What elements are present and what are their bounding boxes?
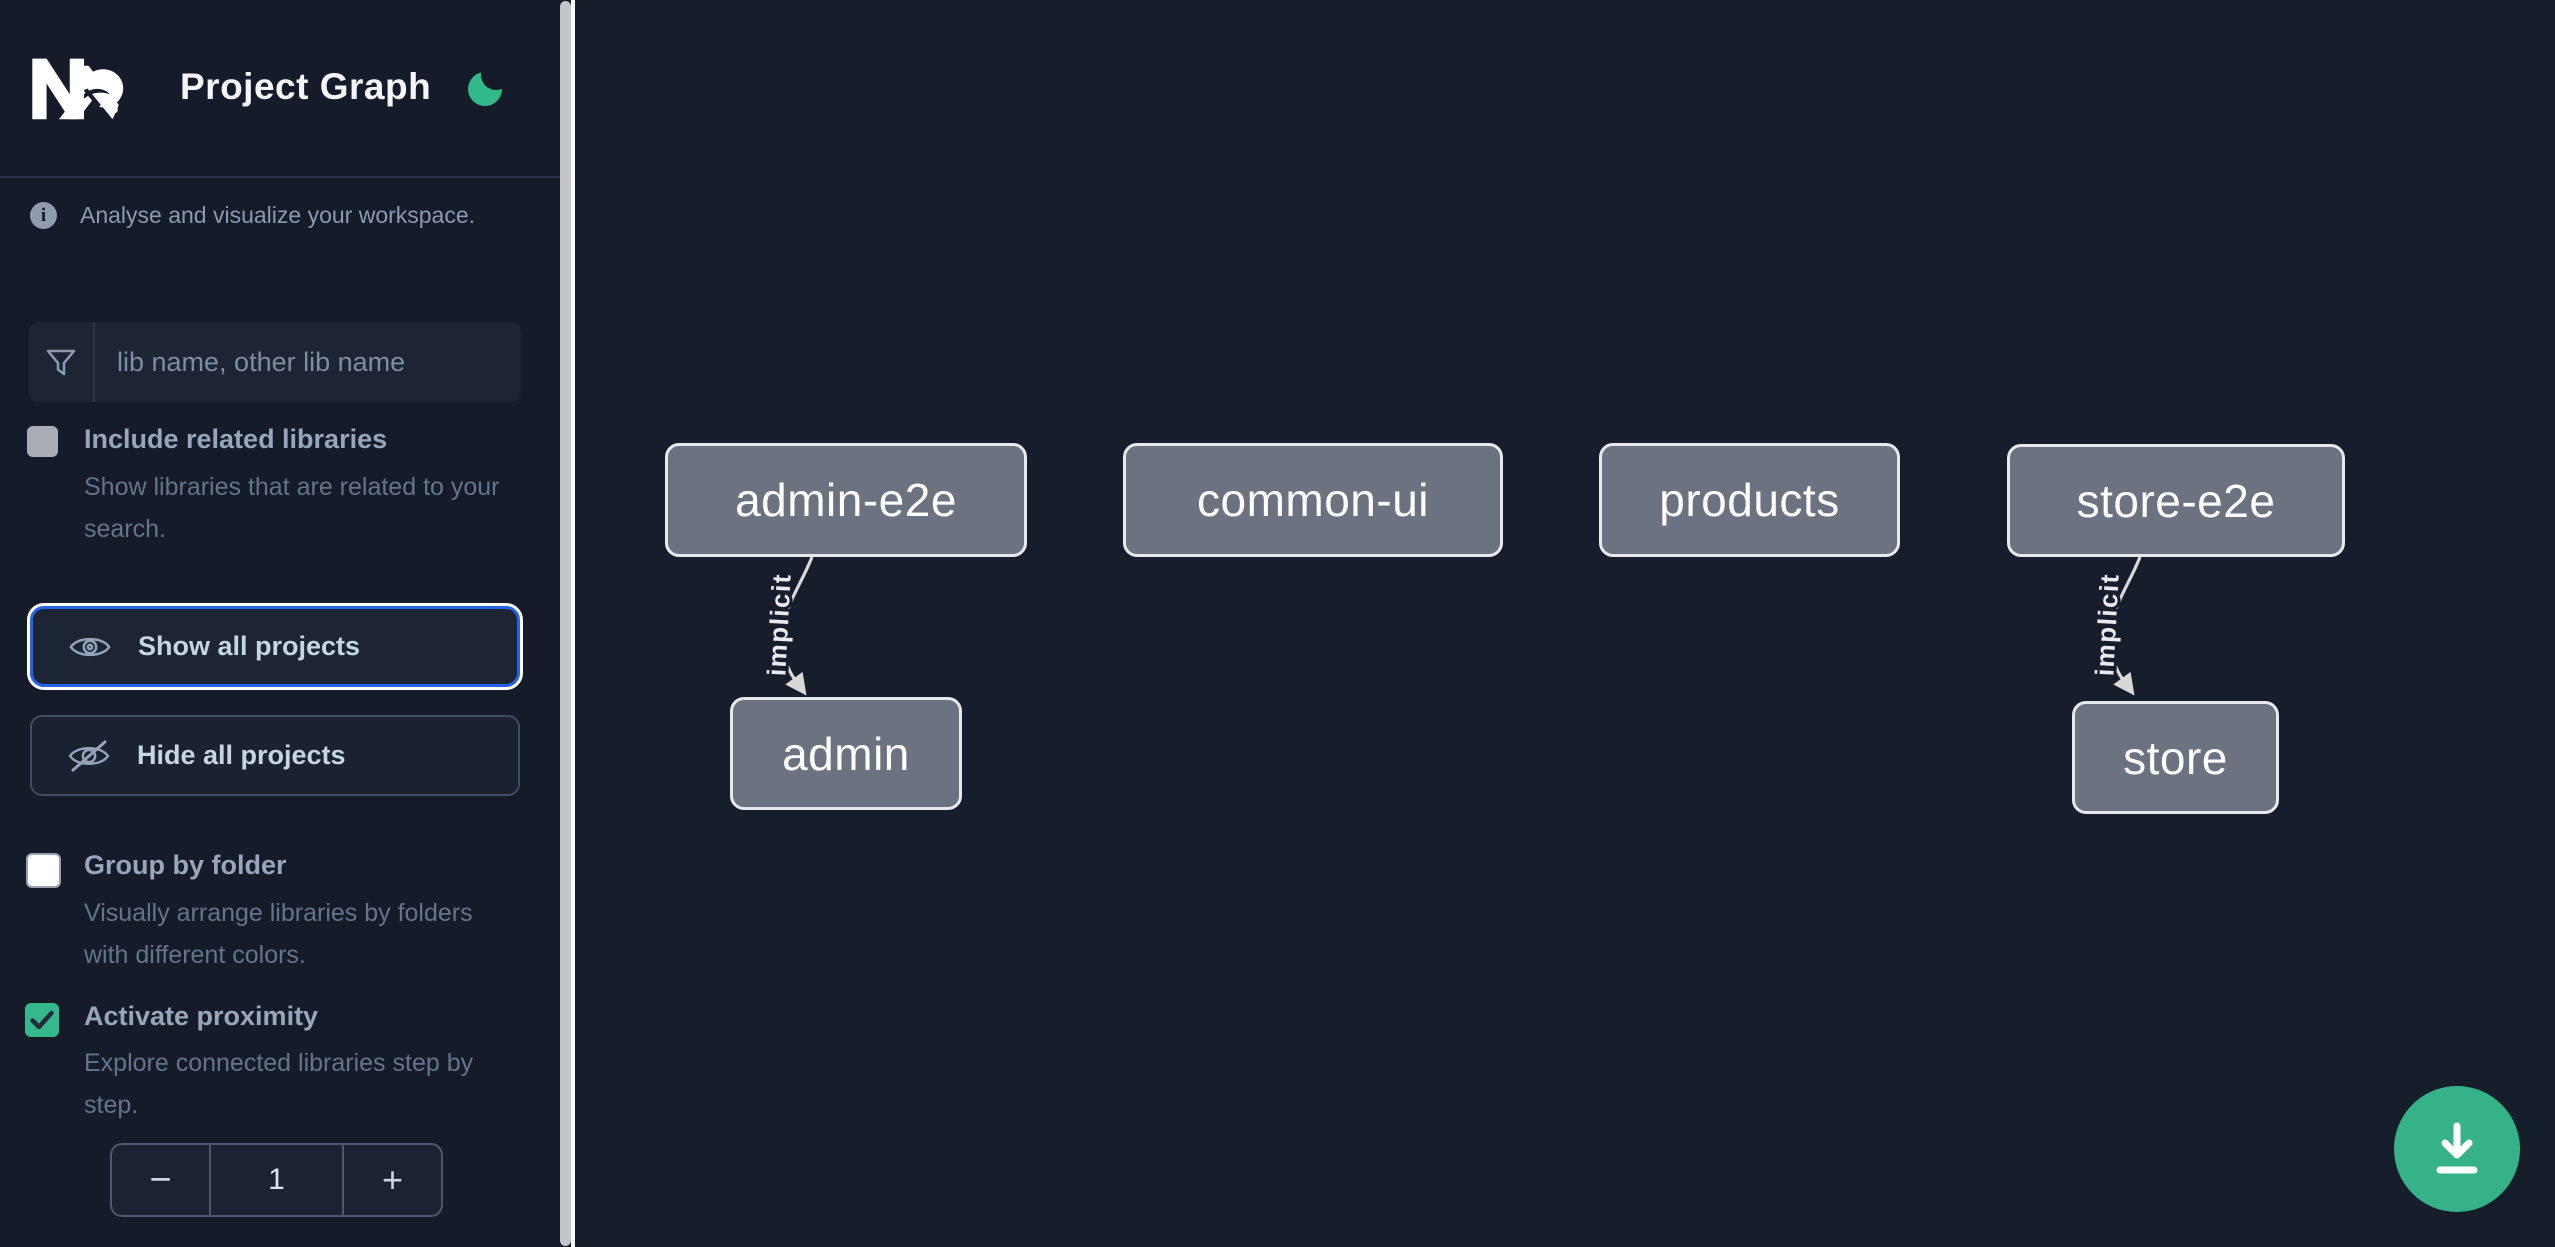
graph-node-store[interactable]: store [2072, 701, 2279, 814]
sidebar-resizer[interactable] [560, 0, 575, 1247]
activate-proximity-checkbox[interactable] [25, 1003, 59, 1037]
include-related-description: Show libraries that are related to your … [84, 473, 500, 543]
proximity-increment-button[interactable]: + [342, 1145, 441, 1215]
eye-icon [69, 637, 111, 656]
theme-toggle-button[interactable] [468, 60, 511, 106]
graph-node-admin[interactable]: admin [730, 697, 962, 810]
include-related-label: Include related libraries [84, 424, 388, 454]
sidebar: Project Graph i Analyse and visualize yo… [0, 0, 560, 1247]
proximity-stepper: − 1 + [110, 1143, 443, 1217]
funnel-icon [29, 322, 95, 402]
activate-proximity-description: Explore connected libraries step by step… [84, 1049, 474, 1119]
workspace-tagline: i Analyse and visualize your workspace. [30, 202, 475, 229]
activate-proximity-label: Activate proximity [84, 1001, 319, 1031]
graph-node-admin-e2e[interactable]: admin-e2e [665, 443, 1027, 557]
checkmark-icon [30, 1010, 54, 1030]
search-input[interactable] [95, 322, 521, 402]
group-by-folder-label: Group by folder [84, 850, 287, 880]
group-by-folder-description: Visually arrange libraries by folders wi… [84, 899, 473, 969]
download-icon [2436, 1122, 2478, 1174]
graph-canvas[interactable] [575, 0, 2555, 1247]
filter-searchbox [29, 322, 521, 402]
group-by-folder-checkbox[interactable] [26, 853, 61, 888]
nx-logo [32, 58, 124, 120]
page-title: Project Graph [180, 66, 432, 107]
graph-node-store-e2e[interactable]: store-e2e [2007, 444, 2345, 557]
proximity-value: 1 [268, 1163, 285, 1196]
proximity-decrement-button[interactable]: − [112, 1145, 211, 1215]
info-icon: i [30, 202, 57, 229]
scrollbar-thumb[interactable] [560, 1, 571, 1246]
show-all-projects-button[interactable]: Show all projects [27, 603, 523, 690]
include-related-checkbox[interactable] [27, 426, 58, 457]
hide-all-projects-label: Hide all projects [137, 740, 346, 770]
download-image-button[interactable] [2394, 1086, 2520, 1212]
hide-all-projects-button[interactable]: Hide all projects [30, 715, 520, 796]
eye-slash-icon [68, 739, 110, 772]
show-all-projects-label: Show all projects [138, 631, 361, 661]
graph-node-products[interactable]: products [1599, 443, 1900, 557]
sidebar-header: Project Graph [0, 0, 560, 178]
graph-node-common-ui[interactable]: common-ui [1123, 443, 1503, 557]
